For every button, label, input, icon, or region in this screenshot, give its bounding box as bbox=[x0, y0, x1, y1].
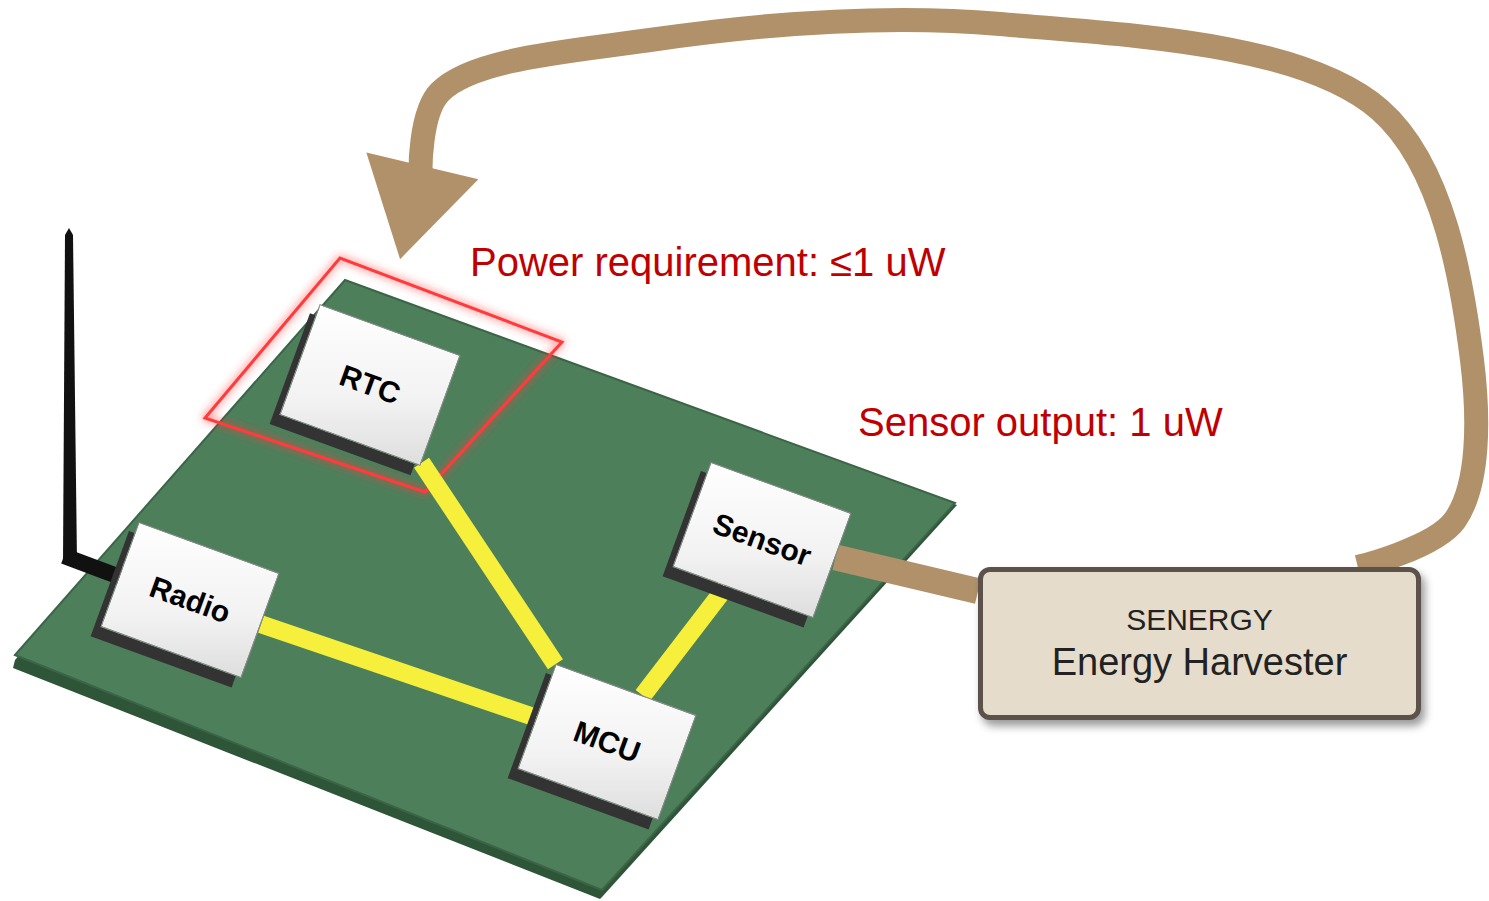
pcb-trace bbox=[643, 587, 727, 696]
circuit-board bbox=[15, 280, 955, 890]
radio-chip: Radio bbox=[100, 522, 279, 679]
chip-label: RTC bbox=[335, 358, 405, 411]
harvester-box: SENERGYEnergy Harvester bbox=[978, 567, 1421, 720]
chip-label: Sensor bbox=[708, 507, 815, 574]
chip-label: MCU bbox=[569, 714, 645, 769]
mcu-chip: MCU bbox=[517, 664, 696, 821]
power-arrow bbox=[420, 20, 1476, 567]
power-requirement-note: Power requirement: ≤1 uW bbox=[470, 240, 945, 284]
sensor-output-note: Sensor output: 1 uW bbox=[858, 400, 1223, 444]
pcb-trace bbox=[422, 463, 556, 665]
antenna-rod bbox=[63, 228, 77, 562]
harvest-band bbox=[835, 557, 978, 591]
rtc-chip: RTC bbox=[279, 304, 460, 466]
highlight-outline bbox=[205, 258, 562, 492]
chip-label: Radio bbox=[145, 570, 235, 630]
arrow-head bbox=[366, 152, 478, 259]
pcb-trace bbox=[261, 624, 536, 718]
product-subtitle: Energy Harvester bbox=[1052, 639, 1348, 687]
product-name: SENERGY bbox=[1126, 601, 1273, 639]
sensor-chip: Sensor bbox=[672, 462, 851, 619]
